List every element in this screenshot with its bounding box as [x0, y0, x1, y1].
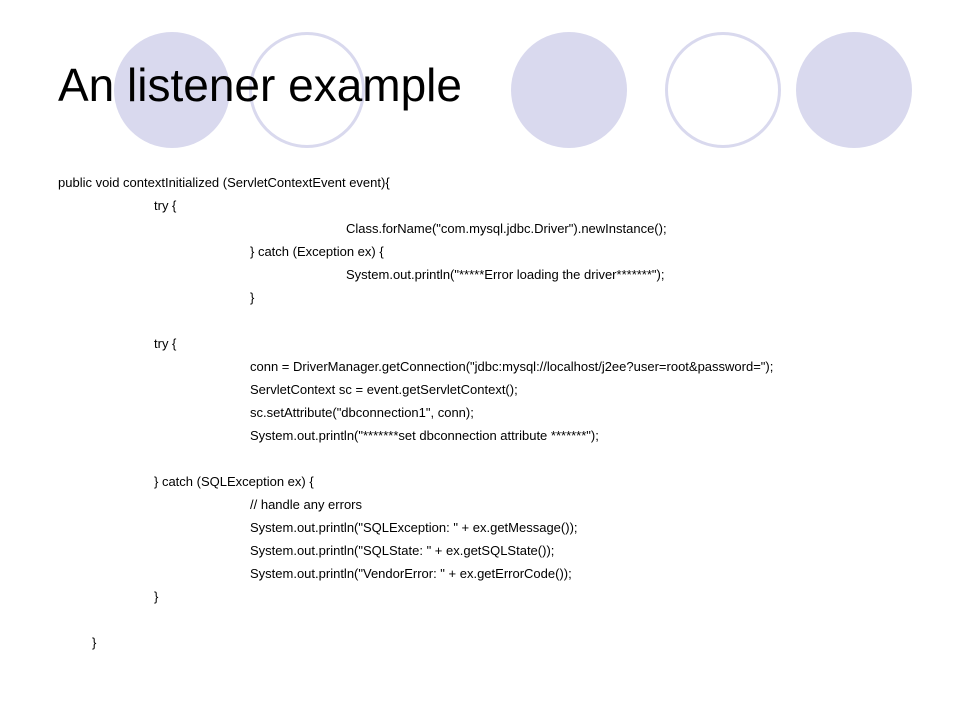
code-line: ServletContext sc = event.getServletCont… [0, 378, 960, 401]
code-line: System.out.println("SQLException: " + ex… [0, 516, 960, 539]
code-line-text: // handle any errors [250, 497, 363, 512]
code-line: System.out.println("*******set dbconnect… [0, 424, 960, 447]
code-line: conn = DriverManager.getConnection("jdbc… [0, 355, 960, 378]
code-line-text: } [154, 589, 159, 604]
code-line-text: conn = DriverManager.getConnection("jdbc… [250, 359, 774, 374]
code-line: // handle any errors [0, 493, 960, 516]
code-line: System.out.println("VendorError: " + ex.… [0, 562, 960, 585]
code-line: } [0, 631, 960, 654]
code-line-text: } [92, 635, 97, 650]
code-line-text: System.out.println("SQLException: " + ex… [250, 520, 578, 535]
code-line-text: try { [154, 198, 177, 213]
code-line-blank [0, 608, 960, 631]
slide-title: An listener example [58, 59, 462, 111]
code-line-text: System.out.println("*******set dbconnect… [250, 428, 599, 443]
code-line: System.out.println("SQLState: " + ex.get… [0, 539, 960, 562]
code-line-text: System.out.println("SQLState: " + ex.get… [250, 543, 555, 558]
code-line-text: Class.forName("com.mysql.jdbc.Driver").n… [346, 221, 667, 236]
code-line: sc.setAttribute("dbconnection1", conn); [0, 401, 960, 424]
code-line-text: sc.setAttribute("dbconnection1", conn); [250, 405, 474, 420]
code-line: try { [0, 194, 960, 217]
code-line: } [0, 585, 960, 608]
decorative-circle-ring [249, 32, 365, 148]
code-line-text: try { [154, 336, 177, 351]
code-block: public void contextInitialized (ServletC… [0, 171, 960, 654]
code-line: public void contextInitialized (ServletC… [0, 171, 960, 194]
code-line-text: System.out.println("VendorError: " + ex.… [250, 566, 572, 581]
code-line-text: } [250, 290, 255, 305]
code-line: } catch (SQLException ex) { [0, 470, 960, 493]
code-line-blank [0, 447, 960, 470]
code-line-text: System.out.println("*****Error loading t… [346, 267, 665, 282]
code-line-text: ServletContext sc = event.getServletCont… [250, 382, 518, 397]
decorative-circle-filled [511, 32, 627, 148]
code-line-text: } catch (Exception ex) { [250, 244, 384, 259]
code-line-blank [0, 309, 960, 332]
decorative-circle-ring [665, 32, 781, 148]
code-line: Class.forName("com.mysql.jdbc.Driver").n… [0, 217, 960, 240]
code-line-text: public void contextInitialized (ServletC… [58, 175, 390, 190]
code-line: try { [0, 332, 960, 355]
code-line-text: } catch (SQLException ex) { [154, 474, 314, 489]
code-line: System.out.println("*****Error loading t… [0, 263, 960, 286]
code-line: } catch (Exception ex) { [0, 240, 960, 263]
decorative-circle-filled [796, 32, 912, 148]
code-line: } [0, 286, 960, 309]
decorative-circle-filled [114, 32, 230, 148]
